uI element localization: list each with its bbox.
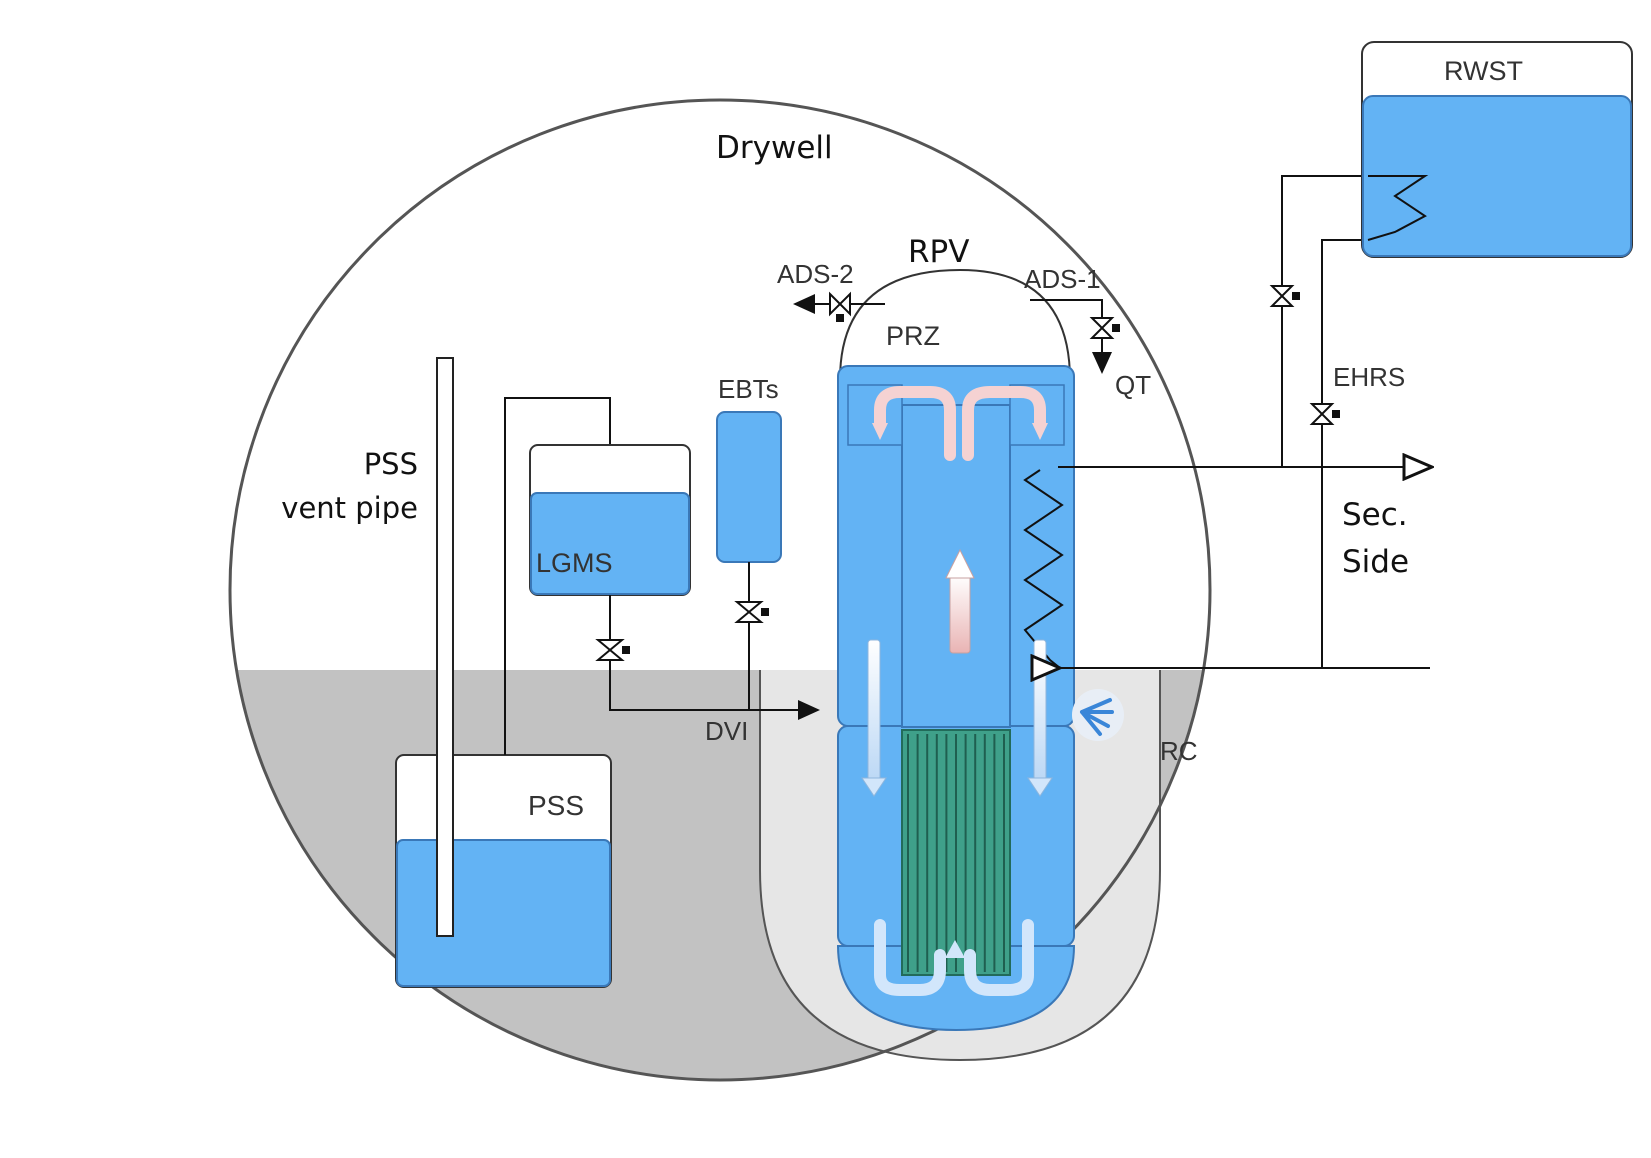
valve-ehrs-2[interactable] <box>1309 403 1340 425</box>
label-rpv: RPV <box>908 234 969 270</box>
label-pss: PSS <box>528 790 584 821</box>
label-ebts: EBTs <box>718 374 779 404</box>
rwst-heat-exchanger <box>1367 175 1429 241</box>
label-qt: QT <box>1115 370 1151 400</box>
label-pss-vent-2: vent pipe <box>281 491 418 525</box>
valve-ads-2[interactable] <box>829 291 851 322</box>
label-ads-1: ADS-1 <box>1024 264 1101 294</box>
label-sec-2: Side <box>1342 544 1409 580</box>
label-prz: PRZ <box>886 321 940 351</box>
label-ehrs: EHRS <box>1333 362 1405 392</box>
flow-arrows <box>861 386 1053 996</box>
label-drywell: Drywell <box>716 130 833 166</box>
pss-tank <box>395 357 612 988</box>
label-lgms: LGMS <box>536 548 613 578</box>
label-sec-1: Sec. <box>1342 497 1408 533</box>
ebt-tank <box>716 411 782 710</box>
ehrs-hot-leg <box>1281 175 1368 467</box>
pss-vent-pipe <box>436 357 454 937</box>
label-pss-vent-1: PSS <box>364 447 418 481</box>
reactor-pressure-vessel <box>836 268 1076 1032</box>
break-spray-icon <box>1072 689 1124 741</box>
lgms-tank <box>504 397 820 755</box>
label-ads-2: ADS-2 <box>777 259 854 289</box>
valve-lgms[interactable] <box>595 639 630 661</box>
valve-ads-1[interactable] <box>1089 317 1120 339</box>
secondary-lines <box>1058 175 1430 668</box>
ehrs-cold-leg <box>1321 239 1368 668</box>
valve-ehrs-1[interactable] <box>1269 285 1300 307</box>
label-rc: RC <box>1160 736 1198 766</box>
ads-2-line <box>793 291 885 322</box>
label-rwst: RWST <box>1444 56 1523 86</box>
rwst-tank <box>1361 41 1633 258</box>
reactor-core <box>901 729 1011 976</box>
reactor-cavity-outline <box>759 670 1161 1062</box>
label-dvi: DVI <box>705 716 748 746</box>
pressurizer-dome <box>838 268 1072 381</box>
ads-1-line <box>1030 299 1120 374</box>
valve-ebt[interactable] <box>734 601 769 623</box>
